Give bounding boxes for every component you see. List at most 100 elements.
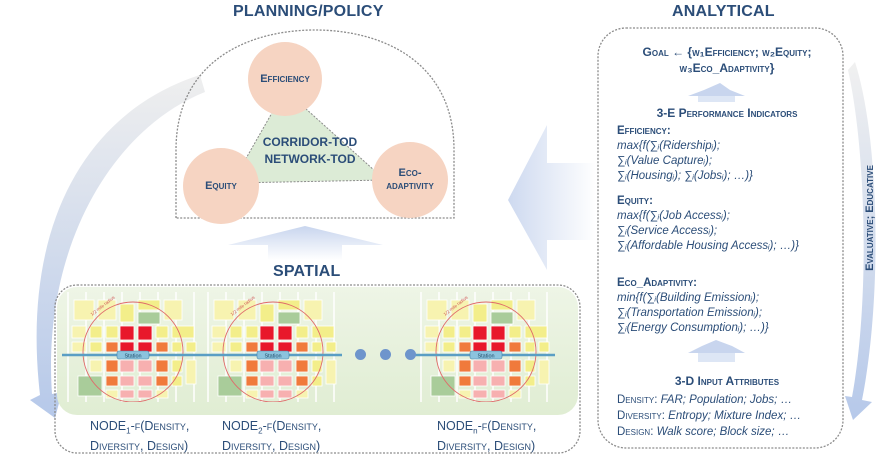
map-block <box>277 299 301 311</box>
ellipsis-dots <box>355 349 416 360</box>
equity-formula-line: ∑ᵢ(Service Accessᵢ); <box>617 225 718 237</box>
corridor-tod-label: CORRIDOR-TOD <box>262 135 358 149</box>
map-block <box>295 341 309 353</box>
map-block <box>472 303 488 323</box>
equity-formula-line: ∑ᵢ(Affordable Housing Accessᵢ); …)} <box>617 240 799 252</box>
station-label: Station <box>477 354 494 360</box>
map-block <box>259 341 275 353</box>
map-block <box>185 359 197 385</box>
efficiency-formula-line: max{f(∑ᵢ(Ridershipᵢ); <box>617 140 721 152</box>
map-block <box>171 359 183 373</box>
map-block <box>211 325 227 339</box>
map-block <box>295 325 309 339</box>
map-block <box>277 359 293 373</box>
up-arrow-goal <box>688 83 745 96</box>
map-block <box>155 341 169 353</box>
right-curved-arrow <box>845 62 876 420</box>
map-block <box>458 375 472 387</box>
map-block <box>490 359 506 373</box>
ellipsis-dot <box>355 349 366 360</box>
map-block <box>524 359 536 373</box>
efficiency-formula-line: ∑ᵢ(Value Captureᵢ); <box>617 155 713 167</box>
efficiency-label: Efficiency: <box>617 125 671 137</box>
efficiency-circle: Efficiency <box>248 42 322 116</box>
map-block <box>245 389 259 399</box>
map-block <box>442 359 456 373</box>
inputs-title: 3-D Input Attributes <box>674 374 780 388</box>
half-mile-radius-circle <box>222 301 324 402</box>
map-block <box>490 311 514 325</box>
equity-label: Equity: <box>617 195 653 207</box>
map-block <box>259 389 275 399</box>
map-block <box>325 359 337 385</box>
map-block <box>217 375 243 397</box>
map-block <box>119 389 135 399</box>
map-block <box>259 375 275 387</box>
map-block <box>490 389 506 399</box>
map-block <box>229 325 243 339</box>
map-block <box>508 389 522 399</box>
left-arrow-analytical-to-planning <box>508 125 596 270</box>
map-block <box>490 341 506 353</box>
map-block <box>458 389 472 399</box>
eco-formula-line: ∑ᵢ(Energy Consumptionᵢ); …)} <box>617 322 769 334</box>
input-density: Density: FAR; Population; Jobs; … <box>617 394 793 406</box>
map-block <box>325 341 337 353</box>
map-block <box>442 325 456 339</box>
map-block <box>508 359 522 373</box>
map-block <box>472 325 488 341</box>
map-block <box>105 359 119 373</box>
map-block <box>163 299 183 321</box>
map-block <box>229 341 243 353</box>
map-block <box>137 311 161 325</box>
tod-triangle <box>231 89 387 184</box>
map-block <box>155 359 169 373</box>
station-label: Station <box>264 354 281 360</box>
spatial-panel <box>54 284 581 454</box>
map-block <box>508 341 522 353</box>
equity-formula-line: max{f(∑ᵢ(Job Accessᵢ); <box>617 210 730 222</box>
analytical-panel <box>597 27 844 449</box>
map-block <box>97 299 117 321</box>
map-block <box>245 359 259 373</box>
map-block <box>119 375 135 387</box>
goal-equation: Goal ← {w₁Efficiency; w₂Equity; w₃Eco_Ad… <box>642 45 812 75</box>
map-block <box>311 325 335 339</box>
map-block <box>89 341 103 353</box>
map-block <box>311 359 323 373</box>
map-block <box>424 341 440 353</box>
map-block <box>137 389 153 399</box>
map-block <box>105 325 119 339</box>
map-block <box>508 375 522 387</box>
map-block <box>277 311 301 325</box>
left-curved-arrow <box>30 75 205 418</box>
map-block <box>450 299 470 321</box>
map-block <box>77 375 103 397</box>
station-marker <box>256 350 290 360</box>
map-block <box>105 389 119 399</box>
map-block <box>119 303 135 323</box>
planning-panel <box>175 29 455 219</box>
map-block <box>211 341 227 353</box>
map-block <box>538 341 550 353</box>
map-block <box>295 375 309 387</box>
map-block <box>73 299 95 321</box>
map-block <box>458 341 472 353</box>
analytical-title: ANALYTICAL <box>672 3 775 20</box>
input-diversity: Diversity: Entropy; Mixture Index; … <box>617 410 802 422</box>
map-block <box>105 341 119 353</box>
eco-formula-line: min{f(∑ᵢ(Building Emissionᵢ); <box>617 292 760 304</box>
map-block <box>259 325 275 341</box>
map-block <box>119 325 135 341</box>
node-1-label: NODE1-f(Density, Diversity, Design) <box>90 419 190 453</box>
map-block <box>442 341 456 353</box>
map-block <box>259 359 275 373</box>
map-block <box>490 299 514 311</box>
station-label: Station <box>124 354 141 360</box>
map-block <box>508 325 522 339</box>
spatial-title: SPATIAL <box>273 263 341 280</box>
map-block <box>524 325 548 339</box>
map-block <box>295 389 309 399</box>
